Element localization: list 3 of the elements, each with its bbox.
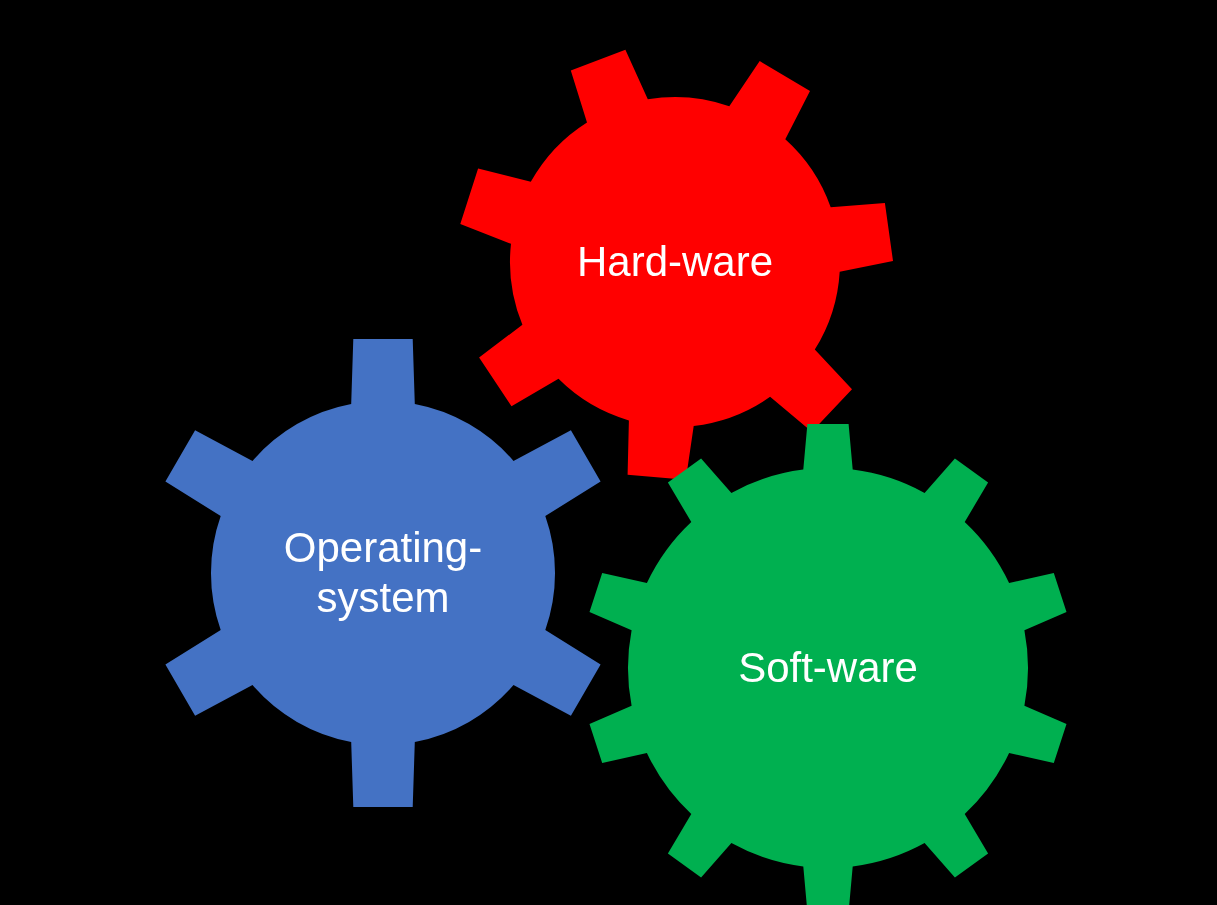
gear-label: Soft-ware: [737, 642, 919, 693]
gear-label: Operating- system: [282, 522, 484, 623]
gear-label: Hard-ware: [575, 236, 775, 287]
